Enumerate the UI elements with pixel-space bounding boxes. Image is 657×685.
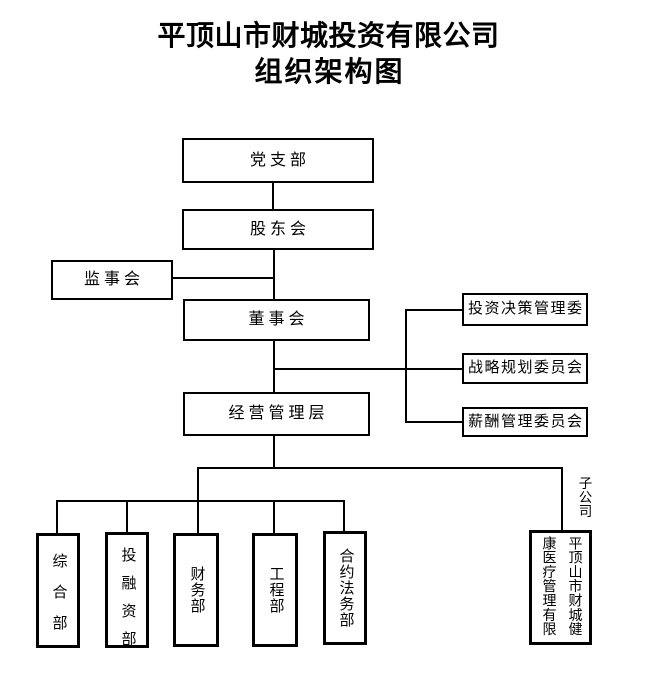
connector-drop-general [56, 500, 58, 533]
connector-committee-bracket [405, 309, 407, 423]
node-label: 董事会 [248, 311, 309, 328]
node-dept-engineering: 工程部 [252, 533, 298, 647]
node-committee-strategic-planning: 战略规划委员会 [462, 353, 588, 384]
node-label: 党支部 [249, 151, 310, 169]
connector-drop-investment [126, 500, 128, 532]
connector-board-management [273, 340, 275, 392]
node-label: 综合部 [50, 553, 67, 646]
connector-drop-legal [343, 500, 345, 531]
node-dept-general: 综合部 [36, 533, 80, 648]
connector-drop-engineering [273, 500, 275, 533]
node-dept-finance: 财务部 [173, 533, 219, 647]
connector-management-down [273, 436, 275, 469]
connector-shareholders-board [273, 250, 275, 300]
node-label: 薪酬管理委员会 [467, 413, 584, 430]
node-dept-contract-legal: 合约法务部 [323, 531, 367, 645]
node-label: 经营管理层 [228, 405, 329, 422]
node-party-branch: 党支部 [182, 138, 374, 183]
node-label: 平顶山市财城健康医疗管理有限 [540, 536, 582, 637]
org-chart-subtitle: 组织架构图 [254, 57, 405, 88]
node-subsidiary: 平顶山市财城健康医疗管理有限 [529, 530, 592, 645]
connector-drop-subsidiary [561, 467, 563, 531]
connector-party-shareholders [272, 183, 274, 210]
node-board-of-directors: 董事会 [183, 299, 370, 341]
node-label: 投融资部 [119, 547, 136, 659]
node-label: 监事会 [83, 271, 144, 288]
node-label: 投资决策管理委 [467, 301, 584, 317]
connector-upper-distribution [197, 467, 563, 469]
node-label: 合约法务部 [337, 548, 354, 628]
node-shareholders-meeting: 股东会 [182, 209, 374, 250]
connector-supervisory-board [172, 277, 275, 279]
node-label: 工程部 [267, 566, 284, 614]
node-committee-investment-decision: 投资决策管理委 [462, 293, 588, 326]
node-label: 股东会 [249, 220, 310, 238]
node-dept-investment-financing: 投融资部 [105, 532, 149, 659]
subsidiary-tag: 子公司 [576, 476, 592, 518]
connector-to-committees [273, 368, 462, 370]
node-committee-compensation: 薪酬管理委员会 [462, 407, 588, 437]
connector-committee-1 [405, 309, 462, 311]
node-label: 战略规划委员会 [467, 360, 584, 376]
node-supervisory-board: 监事会 [51, 260, 173, 300]
node-label: 财务部 [188, 566, 205, 614]
node-management-team: 经营管理层 [183, 392, 370, 436]
connector-committee-3 [405, 421, 462, 423]
connector-department-distribution [56, 500, 345, 502]
org-chart-title: 平顶山市财城投资有限公司 [157, 21, 500, 52]
